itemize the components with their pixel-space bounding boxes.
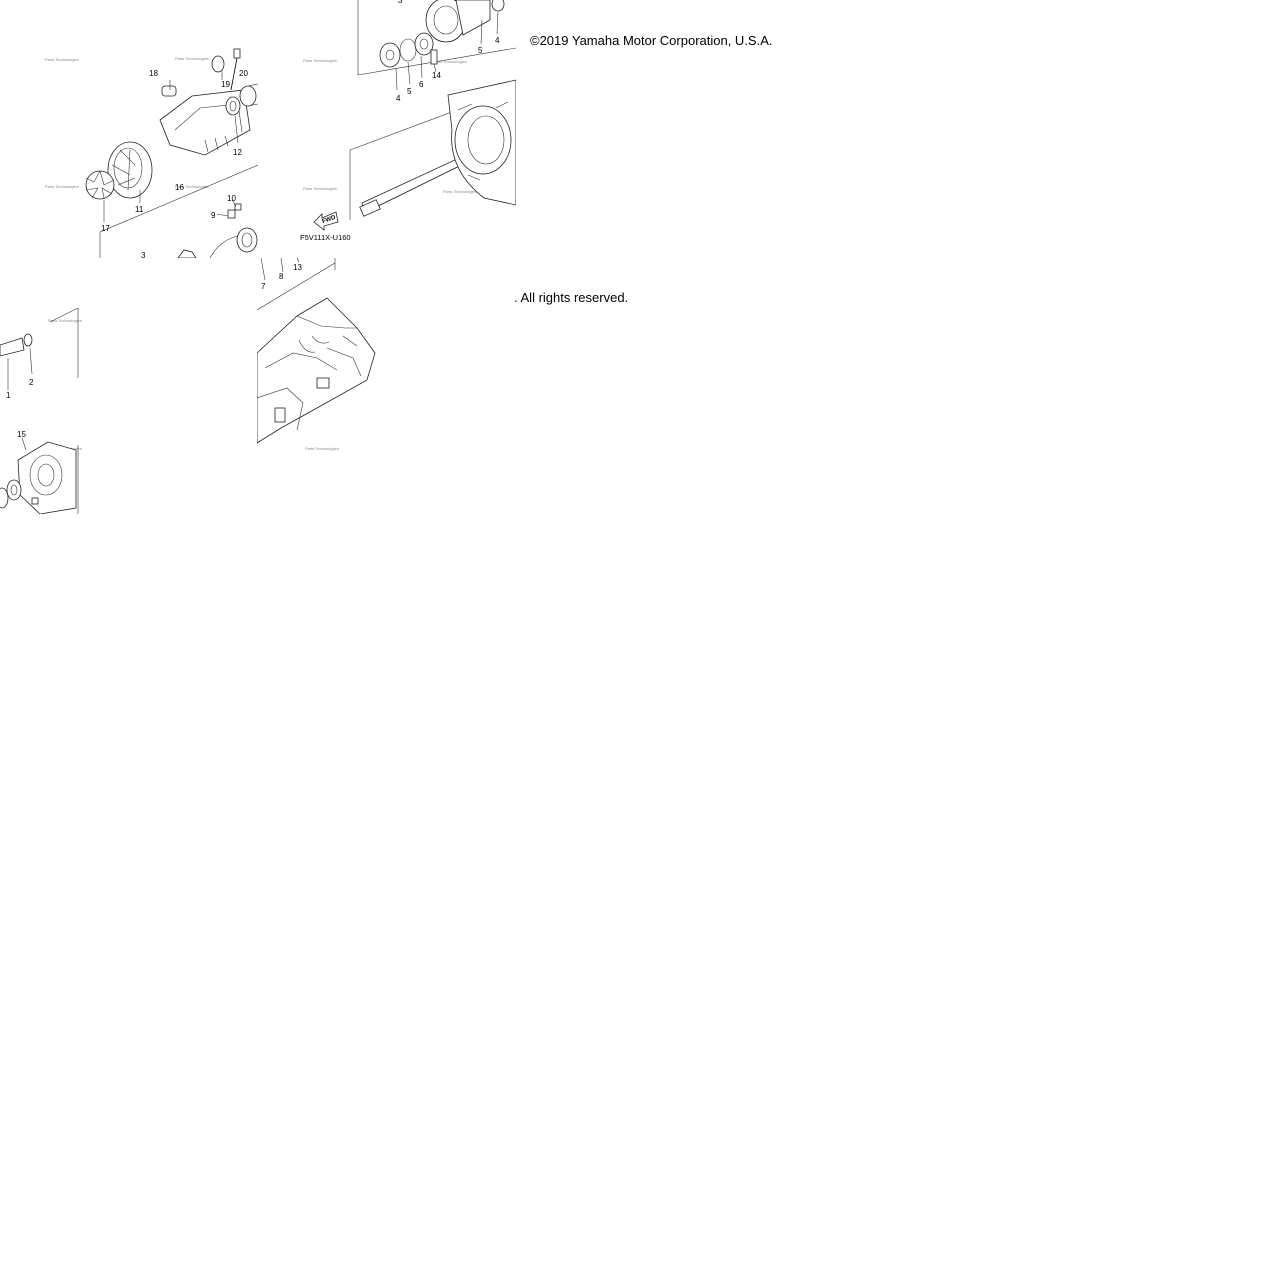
diagram-tile-shaft: Parts Technologies Parts Technologies 1 … (0, 300, 85, 514)
diagram-tile-impeller: Parts Technologies Parts Technologies Pa… (0, 0, 258, 258)
watermark: Parts Technologies (433, 59, 467, 64)
impeller-icon (85, 170, 115, 200)
callout-1: 1 (6, 391, 11, 400)
callout-5: 5 (407, 87, 412, 96)
watermark: Parts Technologies (305, 446, 339, 451)
watermark: Parts Technologies (175, 56, 209, 61)
callout-13: 13 (293, 263, 302, 272)
callout-16: 16 (175, 183, 184, 192)
callout-15: 15 (17, 430, 26, 439)
callout-2: 2 (29, 378, 34, 387)
callout-10: 10 (227, 194, 236, 203)
diagram-code: F5V111X-U160 (300, 233, 351, 242)
rights-reserved-text: . All rights reserved. (514, 290, 629, 305)
callout-11: 11 (135, 205, 144, 214)
watermark: Parts Technologies (303, 58, 337, 63)
callout-3b: 3 (398, 0, 403, 5)
callout-20: 20 (239, 69, 248, 78)
watermark: Parts Technologies (45, 184, 79, 189)
callout-8: 8 (279, 272, 284, 281)
watermark: Parts Technologies (303, 186, 337, 191)
callout-14: 14 (432, 71, 441, 80)
callout-17: 17 (101, 224, 110, 233)
watermark: Parts Technologies (443, 189, 477, 194)
callout-12: 12 (233, 148, 242, 157)
callout-3: 3 (141, 251, 146, 258)
callout-18: 18 (149, 69, 158, 78)
callout-5b: 5 (478, 46, 483, 55)
callout-19: 19 (221, 80, 230, 89)
diagram-tile-hull: Parts Technologies 7 8 13 (257, 258, 387, 458)
callout-9: 9 (211, 211, 216, 220)
callout-7: 7 (261, 282, 266, 291)
watermark: Parts Technologies (175, 184, 209, 189)
copyright-text: ©2019 Yamaha Motor Corporation, U.S.A. (530, 33, 773, 48)
callout-6: 6 (419, 80, 424, 89)
callout-4b: 4 (495, 36, 500, 45)
fwd-arrow-icon: FWD (313, 211, 339, 231)
watermark: Parts Technologies (48, 318, 82, 323)
fwd-label: FWD (322, 215, 338, 226)
watermark: Parts Technologies (45, 57, 79, 62)
diagram-tile-bearings: Parts Technologies Parts Technologies Pa… (258, 0, 516, 258)
callout-4: 4 (396, 94, 401, 103)
